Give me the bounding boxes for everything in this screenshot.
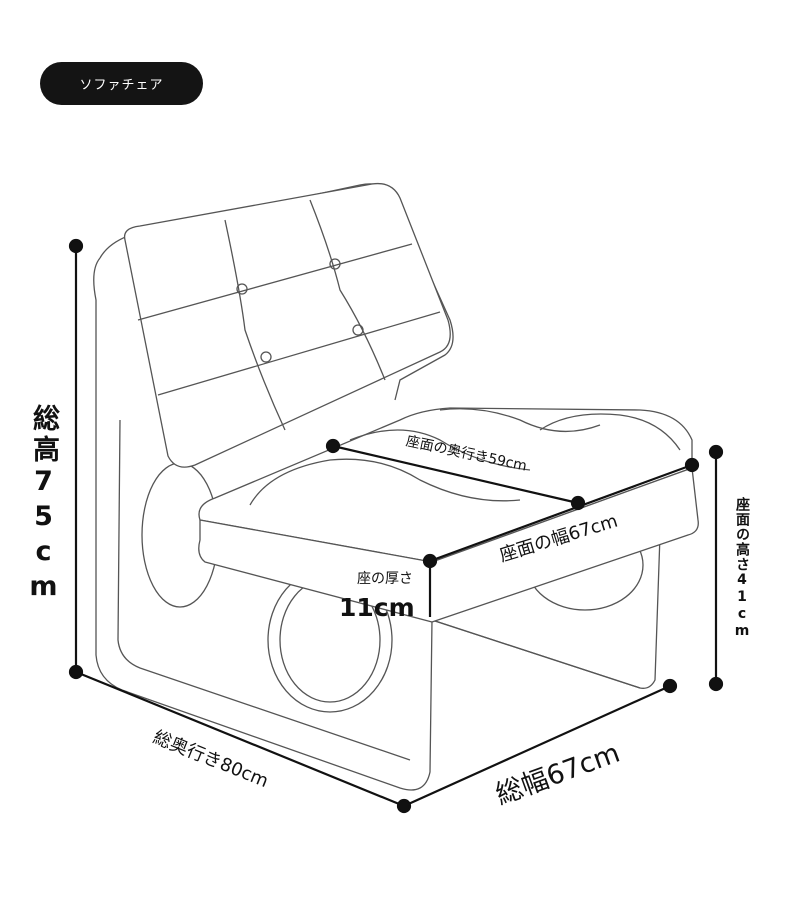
seat-height-label: 座面の高さ41cm bbox=[734, 497, 750, 640]
category-badge: ソファチェア bbox=[40, 62, 203, 105]
backrest bbox=[123, 182, 451, 468]
total-height-label: 総高75cm bbox=[28, 404, 59, 606]
seat-cushion-top bbox=[198, 407, 693, 563]
rear-frame bbox=[117, 419, 411, 761]
seat-thickness-label: 座の厚さ bbox=[357, 571, 413, 587]
seat-cushion-front bbox=[198, 467, 699, 623]
seat-thickness-value: 11cm bbox=[339, 593, 415, 622]
side-frame bbox=[93, 257, 433, 791]
front-leg bbox=[431, 534, 661, 689]
